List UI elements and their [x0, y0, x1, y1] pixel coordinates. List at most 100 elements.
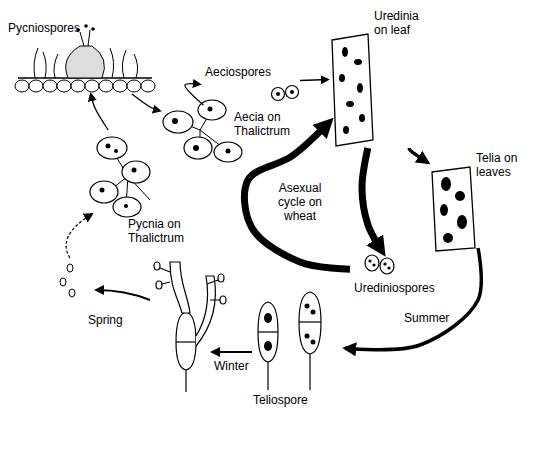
basidiospore	[220, 296, 226, 304]
flow-arrow	[185, 84, 203, 105]
stage-label: Pycnia on Thalictrum	[128, 218, 198, 246]
pycnium-spot	[132, 168, 137, 173]
host-cell	[85, 80, 99, 92]
germinating-teliospore	[176, 312, 196, 370]
aeciospore-pair	[272, 86, 299, 101]
pustule	[343, 126, 349, 134]
sterigma	[160, 268, 220, 300]
stalk	[185, 368, 186, 392]
hypha	[43, 52, 46, 78]
pustule	[441, 177, 451, 191]
septum	[176, 341, 196, 342]
teliospore-drawing	[299, 292, 321, 354]
pustule	[455, 191, 465, 201]
nucleus	[264, 341, 272, 351]
septum	[258, 331, 278, 332]
winter-arrow	[212, 351, 252, 353]
stage-note: Spring	[88, 314, 138, 328]
thalictrum-leaflets	[163, 100, 242, 162]
telia-pustules	[440, 177, 467, 243]
leaflet	[97, 137, 127, 159]
nucleus	[305, 334, 310, 339]
leaflet	[163, 111, 193, 133]
infection-arrow	[66, 214, 92, 258]
pycnium-spot	[124, 204, 128, 208]
host-cells	[15, 80, 155, 92]
aeciospore	[272, 88, 285, 101]
leaf-stage: Telia on leaves	[428, 148, 528, 248]
cycle-arrow	[362, 148, 381, 250]
basidiospore	[156, 281, 162, 289]
flow-arrow	[409, 148, 428, 163]
pycniospore	[91, 27, 95, 31]
pustule	[443, 233, 453, 243]
leaflet	[214, 142, 242, 162]
teliospore-drawing	[258, 302, 278, 362]
spore-stage: Aeciospores	[200, 62, 300, 102]
nucleus	[372, 263, 375, 266]
aecium-spot	[208, 107, 213, 112]
hypha	[110, 48, 114, 78]
nucleus	[311, 310, 316, 315]
host-cell	[127, 80, 141, 92]
wheat-leaf	[432, 167, 475, 251]
host-cell	[99, 80, 113, 92]
pustule	[357, 83, 363, 93]
stage-label: Teliospore	[253, 394, 343, 408]
urediniospore	[380, 258, 394, 274]
aecia-spots	[172, 107, 231, 154]
released-basidiospores	[60, 264, 75, 297]
pustule	[339, 74, 345, 82]
stage-note: Asexual cycle on wheat	[272, 182, 328, 223]
cycle-arrow	[244, 123, 350, 269]
leaflet	[90, 181, 118, 203]
urediniospore	[365, 255, 379, 271]
hypha	[122, 50, 126, 78]
pycnium-spot	[106, 144, 111, 149]
host-cell	[141, 80, 155, 92]
pycniospore	[84, 24, 88, 28]
pycnium-spot	[100, 188, 105, 193]
nucleus	[383, 262, 386, 265]
hypha	[34, 48, 38, 78]
pustule	[440, 204, 448, 216]
basidiospore	[218, 274, 224, 282]
flow-arrow	[132, 94, 160, 111]
basidiospore	[67, 264, 73, 272]
stage-label: Uredinia on leaf	[374, 10, 428, 38]
basidiospore	[69, 289, 75, 297]
leaflet	[198, 100, 226, 120]
host-cell	[57, 80, 71, 92]
host-cell	[29, 80, 43, 92]
connector-group	[91, 80, 482, 350]
pycnium-flask	[66, 46, 105, 78]
leaflet	[184, 137, 212, 159]
hypha	[80, 32, 84, 46]
season-label: Summer	[404, 312, 464, 326]
hypha	[88, 30, 90, 46]
host-cell	[43, 80, 57, 92]
basidiospore	[154, 262, 160, 270]
spore-nucleus	[290, 90, 294, 94]
pustule	[354, 59, 362, 65]
spore-stage: Teliospore	[245, 288, 345, 413]
stage-label: Aeciospores	[205, 66, 295, 80]
thalictrum-leaflets	[90, 137, 150, 217]
teliospores	[258, 292, 321, 390]
stage-label: Urediniospores	[354, 282, 440, 296]
aecium-spot	[226, 149, 231, 154]
promycelium	[170, 262, 190, 313]
stalk	[309, 352, 310, 390]
spore-nuclei	[368, 259, 390, 269]
flow-arrow	[91, 94, 108, 130]
pycnium-spot	[114, 149, 118, 153]
pustule	[342, 47, 348, 57]
pycnia-spots	[100, 144, 137, 209]
urediniospore-pair	[365, 255, 394, 274]
septum	[299, 321, 321, 322]
stage-label: Telia on leaves	[476, 152, 526, 180]
nucleus	[305, 304, 310, 309]
